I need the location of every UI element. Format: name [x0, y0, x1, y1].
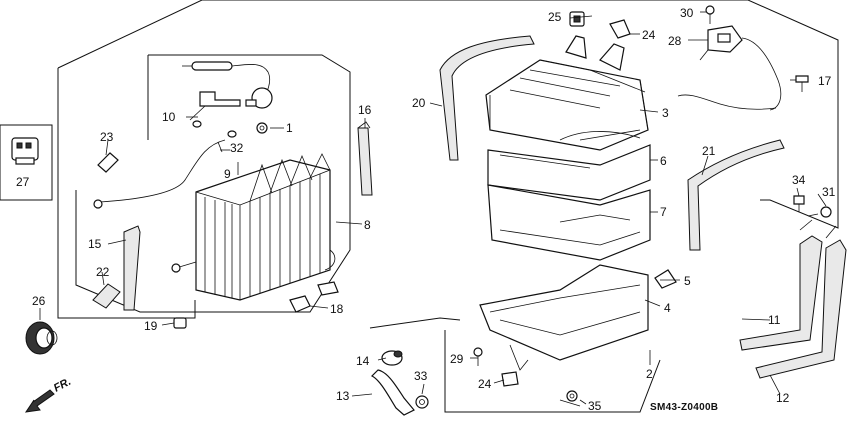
seal-21	[687, 139, 785, 251]
callout-9: 9	[224, 167, 231, 181]
callout-22: 22	[96, 265, 110, 279]
callout-35: 35	[588, 399, 602, 413]
evaporator-subframe	[75, 54, 351, 313]
callout-27: 27	[16, 175, 30, 189]
callout-10: 10	[162, 110, 176, 124]
callout-2: 2	[646, 367, 653, 381]
callout-4: 4	[664, 301, 671, 315]
bracket-11	[739, 219, 823, 351]
callout-17: 17	[818, 74, 832, 88]
front-direction-arrow: FR.	[24, 376, 73, 413]
callout-30: 30	[680, 6, 694, 20]
expansion-valve	[93, 87, 273, 209]
callout-25: 25	[548, 10, 562, 24]
callout-8: 8	[364, 218, 371, 232]
screw-31	[807, 206, 832, 218]
seal-23	[97, 152, 119, 173]
callout-21: 21	[702, 144, 716, 158]
tube-22	[92, 283, 121, 309]
seal-16	[357, 121, 373, 196]
callout-26: 26	[32, 294, 46, 308]
clip-19	[173, 317, 187, 329]
frame-outline	[57, 0, 839, 413]
callout-11: 11	[768, 313, 781, 327]
callout-6: 6	[660, 154, 667, 168]
callout-15: 15	[88, 237, 102, 251]
seal-15	[123, 225, 141, 311]
callout-29: 29	[450, 352, 464, 366]
housing-upper-3	[485, 35, 649, 151]
clip-24-lower	[501, 371, 519, 387]
callout-33: 33	[414, 369, 428, 383]
callout-13: 13	[336, 389, 350, 403]
callout-31: 31	[822, 185, 836, 199]
callout-34: 34	[792, 173, 806, 187]
callout-12: 12	[776, 391, 790, 405]
clip-small	[317, 281, 339, 296]
grommet-14	[381, 350, 403, 366]
callout-labels: 1 2 3 4 5 6 7 8 9 10 11 12 13 14 15 16 1…	[16, 6, 836, 413]
screw-29	[473, 347, 483, 366]
clip-5	[654, 269, 677, 289]
callout-32: 32	[230, 141, 244, 155]
callout-16: 16	[358, 103, 372, 117]
seal-20	[439, 35, 535, 161]
clip-18	[289, 295, 311, 313]
callout-14: 14	[356, 354, 370, 368]
evaporator-core	[171, 153, 336, 301]
diagram-code: SM43-Z0400B	[650, 402, 718, 413]
relay-box	[0, 124, 53, 201]
housing-tray-4	[479, 264, 649, 371]
callout-20: 20	[412, 96, 426, 110]
screw-17	[795, 75, 809, 92]
drain-hose-13	[370, 369, 415, 416]
callout-23: 23	[100, 130, 114, 144]
clamp-33	[415, 395, 429, 409]
screw-30	[705, 5, 715, 24]
callout-19: 19	[144, 319, 158, 333]
front-direction-label: FR.	[52, 376, 73, 395]
grommet-26	[25, 321, 58, 355]
callout-1: 1	[286, 121, 293, 135]
bracket-12	[755, 225, 847, 379]
callout-3: 3	[662, 106, 669, 120]
nut-35	[566, 390, 578, 402]
callout-24b: 24	[642, 28, 656, 42]
callout-18: 18	[330, 302, 344, 316]
clip-25	[569, 11, 585, 27]
callout-5: 5	[684, 274, 691, 288]
callout-28: 28	[668, 34, 682, 48]
clip-24-top	[609, 19, 631, 39]
housing-lower-7	[487, 184, 651, 261]
callout-7: 7	[660, 205, 667, 219]
callout-24a: 24	[478, 377, 492, 391]
sensor-28	[677, 25, 782, 111]
leader-lines	[39, 11, 827, 407]
screw-34	[793, 195, 805, 212]
